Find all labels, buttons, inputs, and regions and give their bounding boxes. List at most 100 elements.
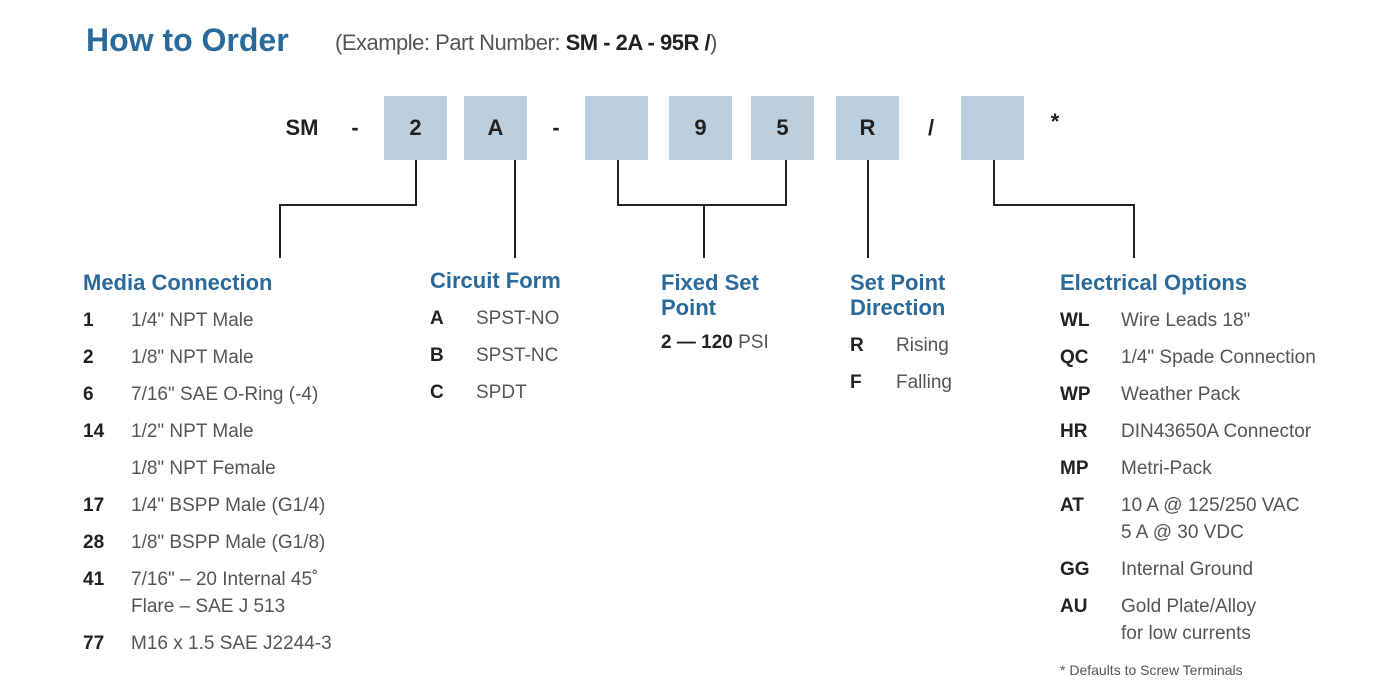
part-box-direction: R — [836, 96, 899, 160]
section-heading: Fixed Set Point — [661, 270, 759, 320]
option-code: MP — [1060, 458, 1089, 479]
option-row: WP Weather Pack — [1060, 381, 1316, 418]
set-point-range: 2 — 120 PSI — [661, 332, 769, 354]
option-code: 14 — [83, 421, 105, 442]
option-row: 28 1/8" BSPP Male (G1/8) — [83, 529, 332, 566]
option-description: Weather Pack — [1121, 384, 1240, 405]
option-description: Wire Leads 18" — [1121, 310, 1251, 331]
part-box-setpoint-1 — [585, 96, 648, 160]
option-description: 1/8" NPT Male — [131, 347, 254, 368]
part-prefix: SM — [285, 115, 319, 140]
option-code: 1 — [83, 310, 94, 331]
option-row: A SPST-NO — [430, 305, 561, 342]
connector-line — [1133, 204, 1135, 258]
connector-line — [415, 160, 417, 206]
option-row: HR DIN43650A Connector — [1060, 418, 1316, 455]
option-row: R Rising — [850, 332, 952, 369]
option-code: 41 — [83, 569, 105, 590]
part-box-setpoint-2: 9 — [669, 96, 732, 160]
option-code: 77 — [83, 633, 105, 654]
option-row: C SPDT — [430, 379, 561, 416]
part-suffix: * — [1050, 109, 1060, 134]
footnote: * Defaults to Screw Terminals — [1060, 662, 1243, 678]
option-code: A — [430, 308, 444, 329]
section-heading: Circuit Form — [430, 268, 561, 293]
option-description: SPST-NC — [476, 345, 559, 366]
connector-line — [703, 204, 705, 258]
option-description: 1/8" NPT Female — [131, 458, 276, 479]
connector-line — [514, 160, 516, 258]
option-row: 1 1/4" NPT Male — [83, 307, 332, 344]
option-code: 28 — [83, 532, 105, 553]
connector-line — [617, 204, 787, 206]
option-description: 10 A @ 125/250 VAC 5 A @ 30 VDC — [1121, 495, 1300, 543]
option-description: 1/8" BSPP Male (G1/8) — [131, 532, 326, 553]
option-description: Gold Plate/Alloy for low currents — [1121, 596, 1257, 644]
connector-line — [279, 204, 417, 206]
option-code: C — [430, 382, 444, 403]
option-description: SPDT — [476, 382, 527, 403]
option-code: WL — [1060, 310, 1090, 331]
option-row: AT 10 A @ 125/250 VAC 5 A @ 30 VDC — [1060, 492, 1316, 556]
example-part: SM - 2A - 95R / — [565, 30, 711, 55]
option-code: 6 — [83, 384, 94, 405]
option-row: 41 7/16" – 20 Internal 45˚ Flare – SAE J … — [83, 566, 332, 630]
part-box-media: 2 — [384, 96, 447, 160]
connector-line — [279, 204, 281, 258]
connector-line — [785, 160, 787, 206]
section-heading: Media Connection — [83, 270, 273, 295]
option-description: 7/16" – 20 Internal 45˚ Flare – SAE J 51… — [131, 569, 319, 617]
media-connection-section: Media Connection 1 1/4" NPT Male 2 1/8" NPT… — [83, 270, 332, 667]
option-code: WP — [1060, 384, 1091, 405]
option-description: Falling — [896, 372, 952, 393]
option-row: WL Wire Leads 18" — [1060, 307, 1316, 344]
example-part-number: (Example: Part Number: SM - 2A - 95R /) — [335, 30, 717, 56]
part-box-circuit: A — [464, 96, 527, 160]
option-code: HR — [1060, 421, 1088, 442]
option-description: 1/4" Spade Connection — [1121, 347, 1316, 368]
connector-line — [993, 160, 995, 206]
option-row: F Falling — [850, 369, 952, 406]
section-heading: Set Point Direction — [850, 270, 946, 320]
option-code: GG — [1060, 559, 1090, 580]
example-prefix: (Example: Part Number: — [335, 30, 566, 55]
option-code: 17 — [83, 495, 105, 516]
option-description: 1/4" BSPP Male (G1/4) — [131, 495, 326, 516]
page-title: How to Order — [86, 22, 289, 58]
option-row: AU Gold Plate/Alloy for low currents — [1060, 593, 1316, 657]
option-code: R — [850, 335, 864, 356]
section-heading: Electrical Options — [1060, 270, 1248, 295]
part-separator: - — [351, 115, 359, 140]
connector-line — [617, 160, 619, 206]
option-code: 2 — [83, 347, 94, 368]
part-box-electrical — [961, 96, 1024, 160]
option-description: 1/4" NPT Male — [131, 310, 254, 331]
part-separator: - — [552, 115, 560, 140]
option-code: F — [850, 372, 862, 393]
option-row: 2 1/8" NPT Male — [83, 344, 332, 381]
option-description: SPST-NO — [476, 308, 560, 329]
option-code — [83, 455, 131, 482]
option-code: AT — [1060, 495, 1084, 516]
option-row: GG Internal Ground — [1060, 556, 1316, 593]
option-description: Rising — [896, 335, 949, 356]
option-row: 17 1/4" BSPP Male (G1/4) — [83, 492, 332, 529]
option-description: 7/16" SAE O-Ring (-4) — [131, 384, 319, 405]
option-description: 1/2" NPT Male — [131, 421, 254, 442]
part-box-setpoint-3: 5 — [751, 96, 814, 160]
option-row: 1/8" NPT Female — [83, 455, 332, 492]
fixed-set-point-section: Fixed Set Point 2 — 120 PSI — [661, 270, 769, 354]
option-code: AU — [1060, 596, 1088, 617]
connector-line — [867, 160, 869, 258]
option-description: Internal Ground — [1121, 559, 1254, 580]
part-separator: / — [927, 115, 935, 140]
option-description: DIN43650A Connector — [1121, 421, 1312, 442]
